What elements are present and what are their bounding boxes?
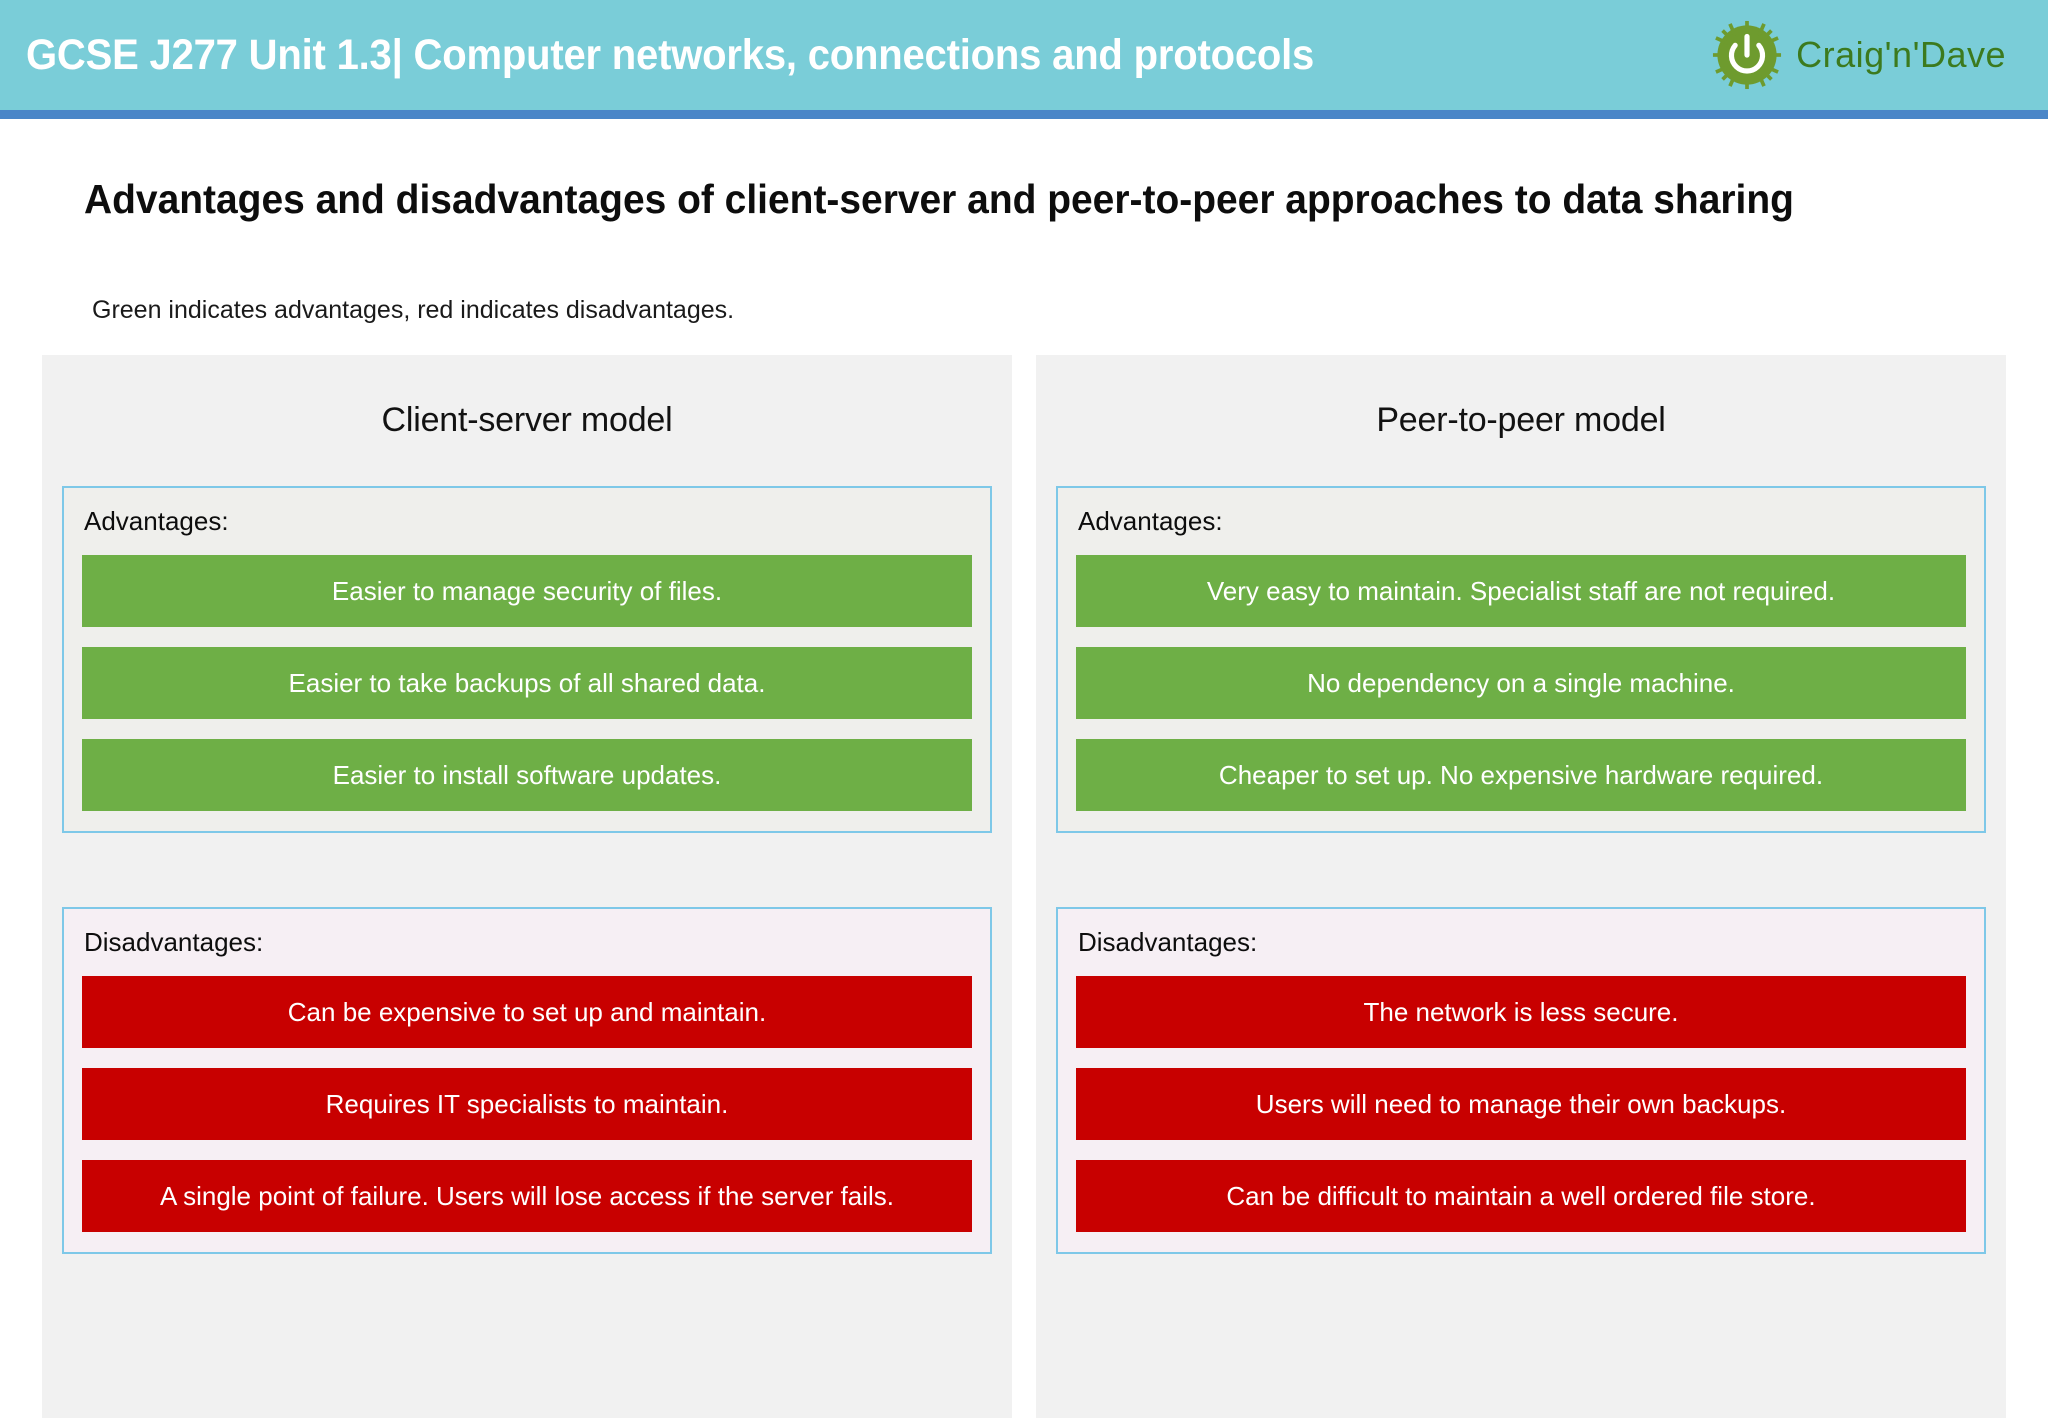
advantage-item: Cheaper to set up. No expensive hardware… (1076, 739, 1966, 811)
disadvantages-group: Disadvantages: The network is less secur… (1056, 907, 1986, 1254)
advantages-label: Advantages: (1078, 506, 1223, 536)
advantage-item: No dependency on a single machine. (1076, 647, 1966, 719)
disadvantage-item: A single point of failure. Users will lo… (82, 1160, 972, 1232)
page-subtitle: Green indicates advantages, red indicate… (92, 296, 735, 324)
header-title: GCSE J277 Unit 1.3| Computer networks, c… (26, 30, 1315, 79)
advantages-group: Advantages: Very easy to maintain. Speci… (1056, 486, 1986, 833)
panel-client-server: Client-server model Advantages: Easier t… (42, 355, 1012, 1418)
advantages-label: Advantages: (84, 506, 229, 536)
panel-heading: Client-server model (381, 401, 673, 439)
disadvantage-item: Users will need to manage their own back… (1076, 1068, 1966, 1140)
disadvantage-item: Can be difficult to maintain a well orde… (1076, 1160, 1966, 1232)
disadvantages-group: Disadvantages: Can be expensive to set u… (62, 907, 992, 1254)
brand-logo: Craig'n'Dave (1710, 18, 2024, 92)
advantage-item: Easier to take backups of all shared dat… (82, 647, 972, 719)
advantage-item: Easier to install software updates. (82, 739, 972, 811)
page-title: Advantages and disadvantages of client-s… (84, 176, 1794, 222)
comparison-columns: Client-server model Advantages: Easier t… (0, 355, 2048, 1418)
disadvantage-item: Can be expensive to set up and maintain. (82, 976, 972, 1048)
power-badge-icon (1710, 18, 1784, 92)
panel-heading: Peer-to-peer model (1376, 401, 1666, 439)
disadvantages-label: Disadvantages: (1078, 927, 1258, 957)
header-divider (0, 110, 2048, 119)
disadvantage-item: The network is less secure. (1076, 976, 1966, 1048)
advantage-item: Easier to manage security of files. (82, 555, 972, 627)
panel-peer-to-peer: Peer-to-peer model Advantages: Very easy… (1036, 355, 2006, 1418)
page-header: GCSE J277 Unit 1.3| Computer networks, c… (0, 0, 2048, 110)
disadvantage-item: Requires IT specialists to maintain. (82, 1068, 972, 1140)
disadvantages-label: Disadvantages: (84, 927, 264, 957)
advantages-group: Advantages: Easier to manage security of… (62, 486, 992, 833)
advantage-item: Very easy to maintain. Specialist staff … (1076, 555, 1966, 627)
brand-name: Craig'n'Dave (1796, 34, 2006, 75)
